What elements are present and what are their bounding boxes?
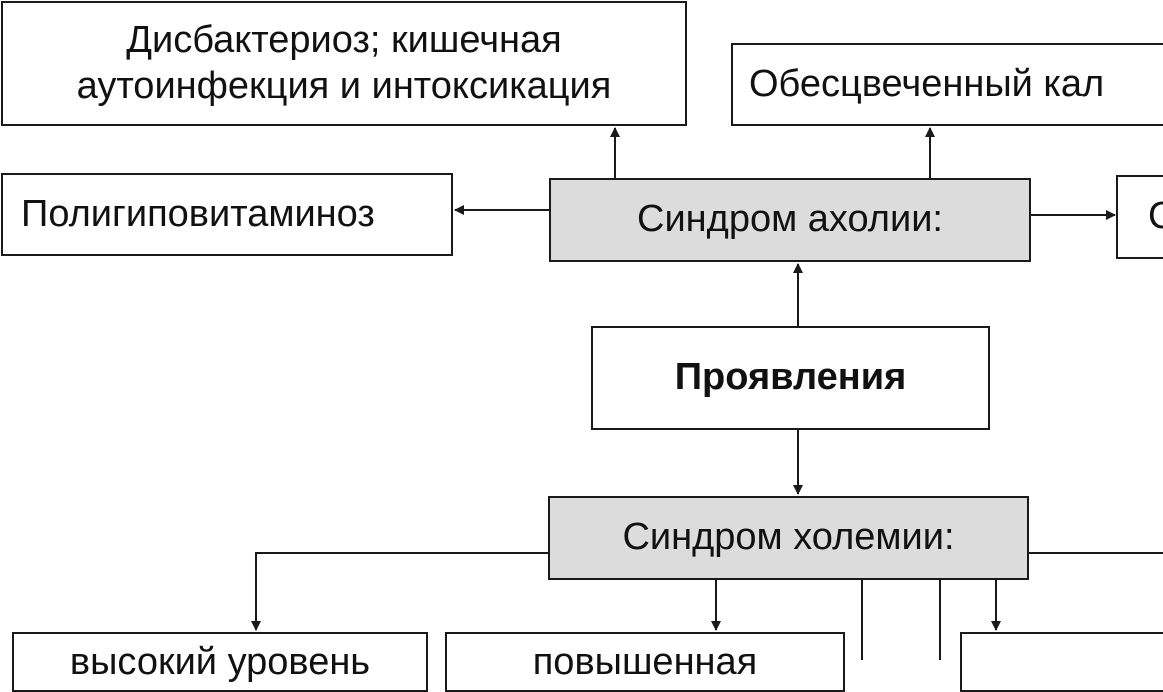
node-polyhypovitaminosis: Полигиповитаминоз — [1, 173, 453, 256]
arrow-cholemia-to-high-level — [251, 552, 549, 631]
node-high-level-partial: высокий уровень — [12, 632, 428, 692]
node-manifestations: Проявления — [591, 326, 990, 430]
node-acholia-syndrome: Синдром ахолии: — [549, 178, 1031, 262]
node-acholia-right-partial: С — [1116, 175, 1163, 259]
connector-layer — [251, 127, 1163, 660]
node-increased-partial: повышенная — [445, 632, 845, 692]
node-dysbacteriosis: Дисбактериоз; кишечная аутоинфекция и ин… — [1, 1, 687, 126]
node-discolored-stool: Обесцвеченный кал — [731, 43, 1163, 126]
node-right-bottom-partial — [960, 632, 1163, 692]
node-cholemia-syndrome: Синдром холемии: — [548, 496, 1029, 580]
